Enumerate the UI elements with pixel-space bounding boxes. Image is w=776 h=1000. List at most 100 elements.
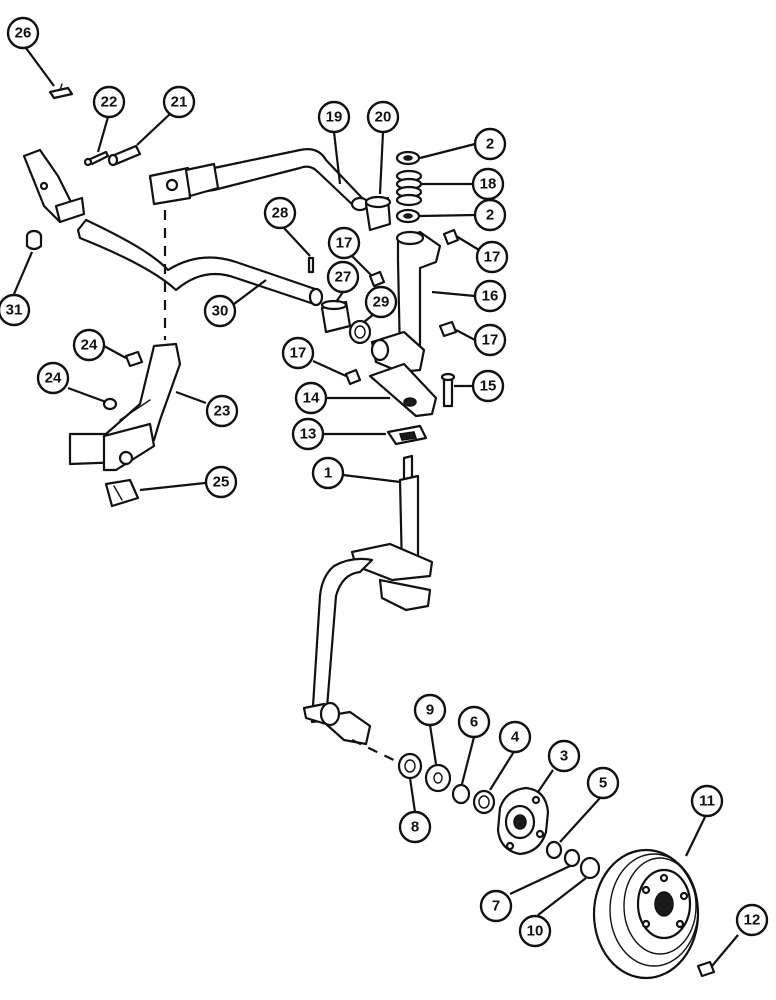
callout-label: 1 [324,465,332,482]
callout-4: 4 [498,720,532,754]
callout-label: 30 [212,303,229,320]
callout-25: 25 [204,465,238,499]
callout-label: 3 [560,748,568,765]
part-25-clamp [104,478,140,508]
callout-24-a: 24 [72,328,106,362]
callout-18: 18 [471,167,505,201]
part-5-race [545,840,563,860]
part-24-nut-a [124,350,144,368]
part-19-lever-arm [148,148,370,212]
callout-label: 20 [375,109,392,126]
part-14-plate [368,362,438,418]
callout-3: 3 [547,739,581,773]
part-28-pin [307,256,315,274]
callout-label: 11 [699,793,715,810]
callout-label: 27 [335,269,352,286]
callout-6: 6 [457,705,491,739]
callout-label: 5 [599,775,607,792]
part-3-hub [496,786,550,856]
part-6-bearing [451,783,471,805]
part-29-bushing [348,319,372,345]
callout-12: 12 [735,903,769,937]
leader-lines [12,43,739,967]
callout-label: 17 [484,249,501,266]
callout-31: 31 [0,293,31,327]
callout-label: 26 [15,25,32,42]
callout-17-a: 17 [475,240,509,274]
callout-8: 8 [398,810,432,844]
callout-15: 15 [471,369,505,403]
callout-14: 14 [294,381,328,415]
part-18-spring [395,169,423,207]
callout-16: 16 [473,279,507,313]
callout-label: 4 [511,729,520,746]
callout-label: 13 [300,426,317,443]
part-left-bracket [22,148,86,224]
callout-label: 23 [214,403,231,420]
part-7-bearing [563,848,581,868]
callout-2-top: 2 [473,127,507,161]
callout-19: 19 [317,100,351,134]
part-23-bracket [68,342,182,472]
part-31-cap [25,229,43,251]
callout-label: 21 [171,94,188,111]
part-8-seal [397,752,423,780]
callout-22: 22 [92,85,126,119]
callout-17-b: 17 [327,226,361,260]
callout-label: 24 [45,370,62,387]
callout-label: 6 [470,714,478,731]
part-13-collar [386,424,428,446]
part-24-nut-b [102,397,118,411]
part-10-cap [579,856,601,880]
callout-label: 19 [326,109,343,126]
callout-label: 25 [213,474,230,491]
callout-17-d: 17 [281,336,315,370]
callout-26: 26 [6,16,40,50]
callout-7: 7 [479,889,513,923]
callout-13: 13 [291,417,325,451]
callout-30: 30 [203,294,237,328]
callout-17-c: 17 [473,323,507,357]
callout-label: 17 [336,235,353,252]
callout-label: 7 [492,898,500,915]
part-27-sleeve [320,299,352,334]
callout-1: 1 [311,456,345,490]
callout-24-b: 24 [36,361,70,395]
part-17-fitting-b [368,270,386,288]
callout-label: 9 [426,702,434,719]
callout-20: 20 [366,100,400,134]
callout-label: 10 [527,923,544,940]
callout-label: 8 [411,819,419,836]
part-2-washer-top [395,150,421,166]
part-30-rod [76,218,324,307]
callout-11: 11 [690,784,724,818]
callout-27: 27 [326,260,360,294]
part-15-bolt [440,372,456,408]
callout-label: 31 [6,302,23,319]
part-21-clevis-pin [107,144,142,167]
callout-label: 18 [480,176,497,193]
callout-29: 29 [364,285,398,319]
callout-label: 29 [373,294,390,311]
centerline-axle [351,739,399,763]
callout-label: 2 [486,207,494,224]
callout-10: 10 [518,914,552,948]
callout-label: 22 [101,94,118,111]
callout-9: 9 [413,693,447,727]
part-20-bushing [364,195,392,232]
callout-label: 17 [482,332,499,349]
part-22-clip [83,150,110,167]
callout-label: 16 [482,288,499,305]
callout-23: 23 [205,394,239,428]
part-9-bearing [424,763,452,793]
callout-2-bottom: 2 [473,198,507,232]
callout-label: 15 [480,378,497,395]
callout-label: 17 [290,345,307,362]
part-1-spindle [302,454,434,746]
callout-label: 12 [744,912,761,929]
part-17-fitting-c [438,320,458,338]
callout-28: 28 [263,196,297,230]
part-11-wheel [592,848,700,980]
callout-label: 28 [272,205,289,222]
